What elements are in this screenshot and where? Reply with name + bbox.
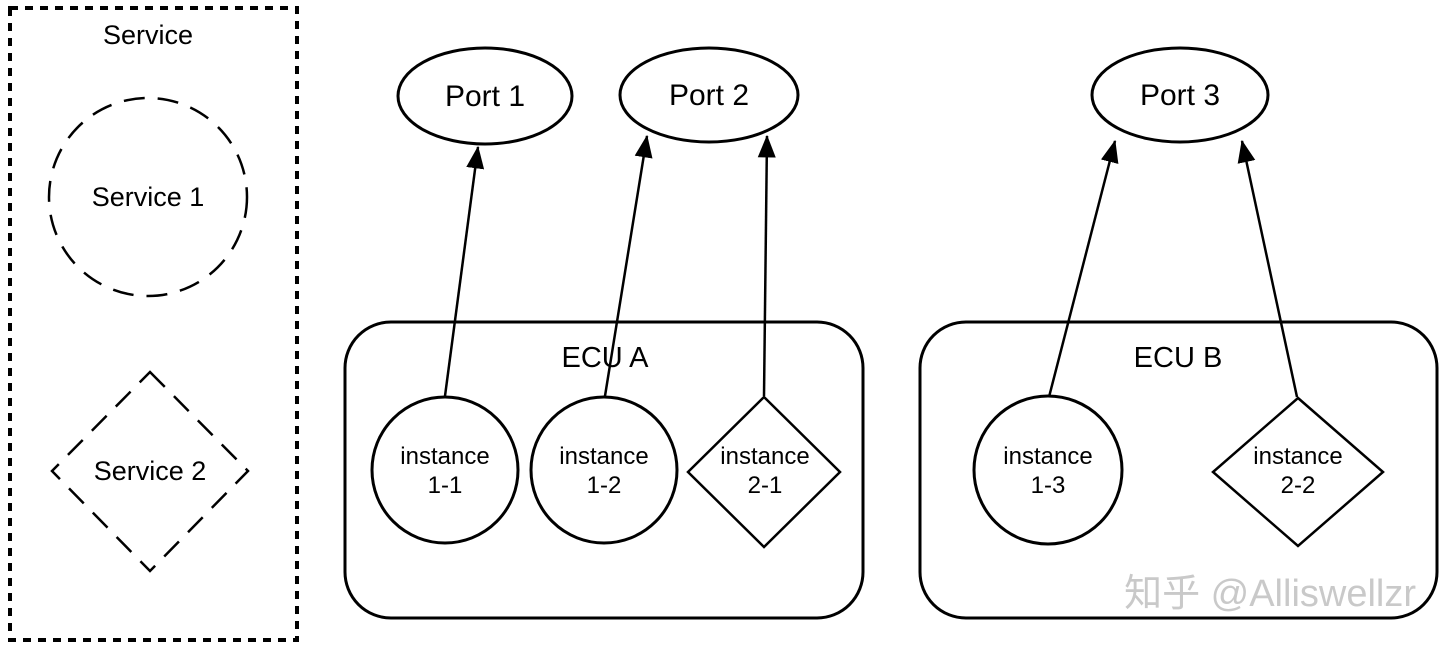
instance-1-3-label-line1: instance bbox=[1003, 443, 1092, 470]
instance-2-2-label-line2: 2-2 bbox=[1281, 472, 1316, 499]
service-1-shape bbox=[47, 96, 249, 298]
instance-1-3-shape bbox=[972, 394, 1124, 546]
edge-instance-1-2-to-port-2 bbox=[603, 134, 653, 397]
service-1-label: Service 1 bbox=[92, 182, 205, 212]
instance-2-1-shape bbox=[686, 395, 842, 549]
service-2-shape bbox=[50, 370, 250, 573]
ecu-a-title: ECU A bbox=[561, 342, 649, 374]
edge-instance-1-1-to-port-1 bbox=[443, 145, 485, 397]
service-group-frame bbox=[8, 6, 299, 642]
port-1-shape bbox=[396, 46, 574, 146]
edge-instance-2-2-to-port-3 bbox=[1237, 139, 1299, 398]
ports-group: Port 1 Port 2 Port 3 bbox=[396, 46, 1270, 146]
port-2-shape bbox=[618, 46, 800, 144]
instance-1-1-label-line1: instance bbox=[400, 443, 489, 470]
instance-1-3-label-line2: 1-3 bbox=[1031, 472, 1066, 499]
port-3-label: Port 3 bbox=[1140, 79, 1220, 112]
edge-instance-1-3-to-port-3 bbox=[1047, 139, 1119, 398]
service-group-title: Service bbox=[103, 20, 193, 50]
instance-1-2-label-line1: instance bbox=[559, 443, 648, 470]
instance-1-1-shape bbox=[370, 395, 520, 545]
instance-2-2-shape bbox=[1211, 396, 1385, 548]
instance-1-2-label-line2: 1-2 bbox=[587, 472, 622, 499]
port-1-label: Port 1 bbox=[445, 80, 525, 113]
port-3-shape bbox=[1090, 46, 1270, 144]
instance-2-2-label-line1: instance bbox=[1253, 443, 1342, 470]
edges-group bbox=[443, 134, 1299, 398]
instance-2-1-label-line2: 2-1 bbox=[748, 472, 783, 499]
watermark-text: 知乎 @Alliswellzr bbox=[1124, 573, 1416, 615]
ecu-b-group: ECU B instance 1-3 instance 2-2 bbox=[918, 320, 1439, 620]
instance-2-1-label-line1: instance bbox=[720, 443, 809, 470]
service-group: Service Service 1 Service 2 bbox=[8, 6, 299, 642]
port-2-label: Port 2 bbox=[669, 79, 749, 112]
ecu-b-title: ECU B bbox=[1134, 342, 1223, 374]
edge-instance-2-1-to-port-2 bbox=[757, 134, 776, 397]
ecu-a-group: ECU A instance 1-1 instance 1-2 instance… bbox=[343, 320, 865, 620]
service-2-label: Service 2 bbox=[94, 456, 207, 486]
instance-1-2-shape bbox=[529, 395, 679, 545]
instance-1-1-label-line2: 1-1 bbox=[428, 472, 463, 499]
